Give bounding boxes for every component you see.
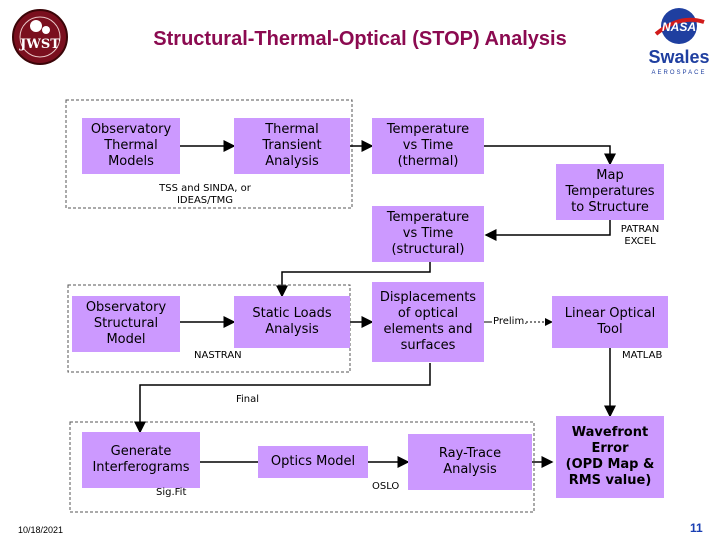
- final-label: Final: [236, 394, 260, 405]
- oslo-label: OSLO: [372, 481, 400, 492]
- patran-excel-label: PATRAN EXCEL: [620, 224, 660, 247]
- static-loads-analysis-box: Static Loads Analysis: [234, 296, 350, 348]
- thermal-group-dashed: [65, 99, 353, 209]
- nastran-label: NASTRAN: [194, 350, 242, 361]
- svg-text:NASA: NASA: [662, 20, 696, 34]
- svg-text:Swales: Swales: [648, 47, 709, 67]
- temperature-thermal-box: Temperature vs Time (thermal): [372, 118, 484, 174]
- wavefront-error-box: Wavefront Error (OPD Map & RMS value): [556, 416, 664, 498]
- tss-sinda-label: TSS and SINDA, or IDEAS/TMG: [159, 183, 251, 206]
- temperature-structural-box: Temperature vs Time (structural): [372, 206, 484, 262]
- sigfit-label: Sig.Fit: [156, 487, 187, 498]
- nasa-swales-logo: NASA Swales AEROSPACE: [640, 4, 718, 76]
- linear-optical-tool-box: Linear Optical Tool: [552, 296, 668, 348]
- svg-text:AEROSPACE: AEROSPACE: [652, 70, 707, 76]
- map-temperatures-box: Map Temperatures to Structure: [556, 164, 664, 220]
- observatory-thermal-models-box: Observatory Thermal Models: [82, 118, 180, 174]
- ray-trace-analysis-box: Ray-Trace Analysis: [408, 434, 532, 490]
- optical-group-dashed: [69, 421, 535, 513]
- structural-group-dashed: [67, 284, 351, 373]
- page-number: 11: [690, 521, 703, 535]
- prelim-label: Prelim.: [493, 316, 528, 327]
- page-title: Structural-Thermal-Optical (STOP) Analys…: [153, 28, 567, 50]
- displacements-box: Displacements of optical elements and su…: [372, 282, 484, 362]
- thermal-transient-analysis-box: Thermal Transient Analysis: [234, 118, 350, 174]
- svg-text:JWST: JWST: [19, 37, 60, 52]
- jwst-logo: JWST: [10, 6, 70, 68]
- generate-interferograms-box: Generate Interferograms: [82, 432, 200, 488]
- matlab-label: MATLAB: [622, 350, 663, 361]
- footer-date: 10/18/2021: [18, 525, 64, 535]
- optics-model-box: Optics Model: [258, 446, 368, 478]
- observatory-structural-model-box: Observatory Structural Model: [72, 296, 180, 352]
